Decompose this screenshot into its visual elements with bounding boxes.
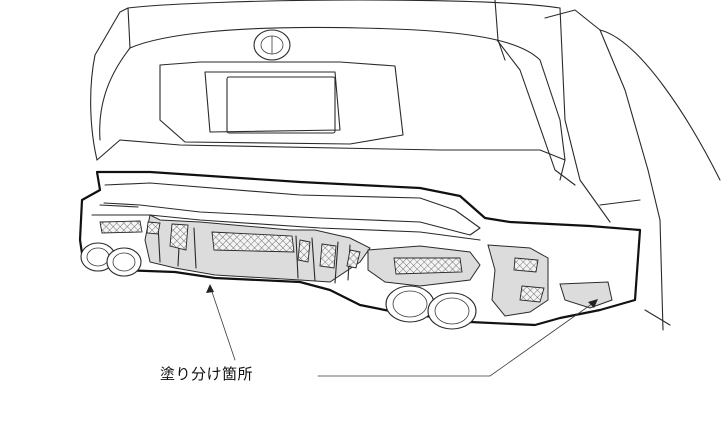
emblem-icon [253,29,291,61]
callout-leaders [206,284,598,377]
arrowhead-icon [588,299,598,308]
license-plate-recess [159,61,404,145]
arrowhead-icon [206,284,214,293]
exhaust-pipes-left [80,242,142,277]
exhaust-pipes-right [385,285,477,330]
mesh-grilles [99,220,545,303]
car-body [90,0,721,331]
rear-diffuser [78,170,642,327]
painted-area-label: 塗り分け箇所 [160,365,254,383]
